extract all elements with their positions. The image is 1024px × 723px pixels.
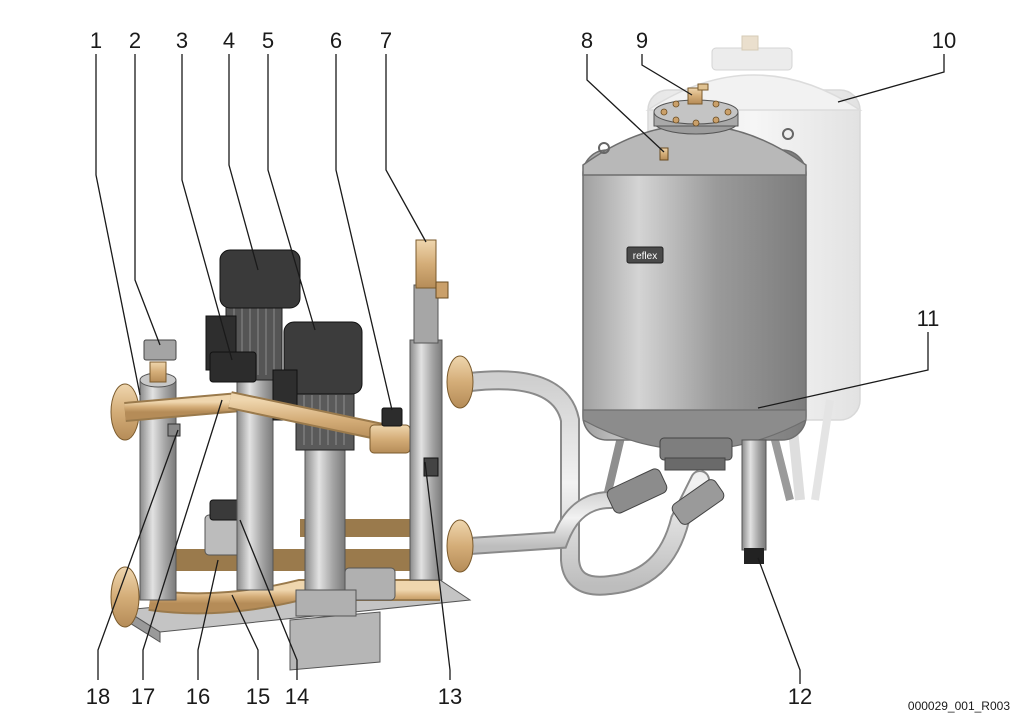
callout-10: 10	[932, 28, 956, 53]
callout-6: 6	[330, 28, 342, 53]
tank-logo: reflex	[633, 251, 657, 262]
callout-11: 11	[917, 306, 940, 331]
drawing-code: 000029_001_R003	[908, 699, 1010, 713]
callout-15: 15	[246, 684, 270, 709]
callout-8: 8	[581, 28, 593, 53]
callout-1: 1	[90, 28, 102, 53]
callout-12: 12	[788, 684, 812, 709]
callout-2: 2	[129, 28, 141, 53]
callout-5: 5	[262, 28, 274, 53]
suction-manifold	[110, 499, 474, 628]
pump-front	[272, 321, 363, 617]
callout-17: 17	[131, 684, 155, 709]
callout-13: 13	[438, 684, 462, 709]
pressure-manifold	[228, 391, 422, 454]
callout-4: 4	[223, 28, 235, 53]
callout-7: 7	[380, 28, 392, 53]
callout-3: 3	[176, 28, 188, 53]
callout-16: 16	[186, 684, 210, 709]
callout-14: 14	[285, 684, 309, 709]
overflow-column	[409, 239, 474, 581]
connection-hoses	[460, 370, 725, 596]
drain-pipe	[741, 439, 767, 564]
expansion-vessel: reflex	[582, 83, 807, 506]
callout-18: 18	[86, 684, 110, 709]
leader-lines	[95, 54, 945, 684]
callout-9: 9	[636, 28, 648, 53]
callout-labels: 1 2 3 4 5 6 7 8 9 10 11 12 13 14 15 16 1…	[86, 28, 956, 709]
